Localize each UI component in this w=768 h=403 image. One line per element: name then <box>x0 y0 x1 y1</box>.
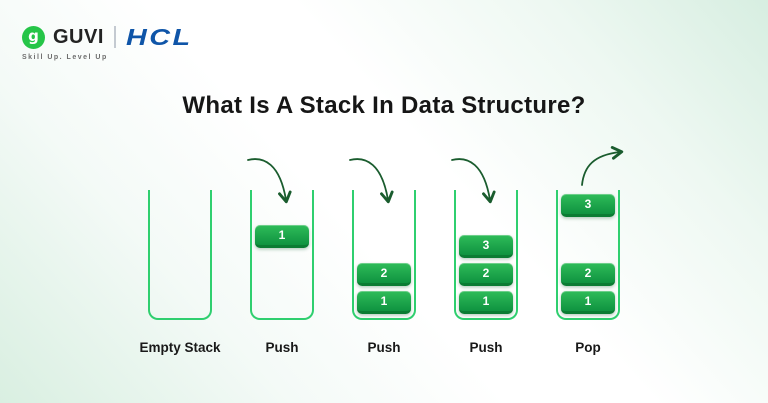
guvi-wordmark: GUVI <box>53 25 104 48</box>
hcl-wordmark: HCL <box>125 23 193 50</box>
stack-block: 1 <box>459 291 513 314</box>
stack-block: 1 <box>255 225 309 248</box>
page-title: What Is A Stack In Data Structure? <box>182 92 586 119</box>
stage-label: Pop <box>575 340 601 355</box>
brand-logo-row: g GUVI HCL <box>22 24 190 50</box>
stack-container: 1 <box>250 190 314 320</box>
push-arrow-icon <box>247 158 292 204</box>
stack-container: 3 2 1 <box>454 190 518 320</box>
stack-block: 1 <box>561 291 615 314</box>
stack-block: 2 <box>357 263 411 286</box>
guvi-g-icon: g <box>22 25 45 49</box>
stage-empty: Empty Stack <box>139 152 221 403</box>
push-arrow-icon <box>349 158 394 204</box>
stage-label: Push <box>469 340 503 355</box>
stack-container <box>148 190 212 320</box>
stack-container: 3 2 1 <box>556 190 620 320</box>
stage-label: Empty Stack <box>139 340 221 355</box>
brand-tagline: Skill Up. Level Up <box>22 54 108 61</box>
pop-arrow-icon <box>581 146 624 186</box>
push-arrow-icon <box>451 158 496 204</box>
stack-block: 2 <box>459 263 513 286</box>
stack-block: 3 <box>561 194 615 217</box>
brand-divider-line <box>113 26 116 48</box>
stage-label: Push <box>367 340 401 355</box>
brand-header: g GUVI HCL Skill Up. Level Up <box>22 24 190 61</box>
stack-block: 1 <box>357 291 411 314</box>
stack-block: 3 <box>459 235 513 258</box>
stage-label: Push <box>265 340 299 355</box>
stack-block: 2 <box>561 263 615 286</box>
